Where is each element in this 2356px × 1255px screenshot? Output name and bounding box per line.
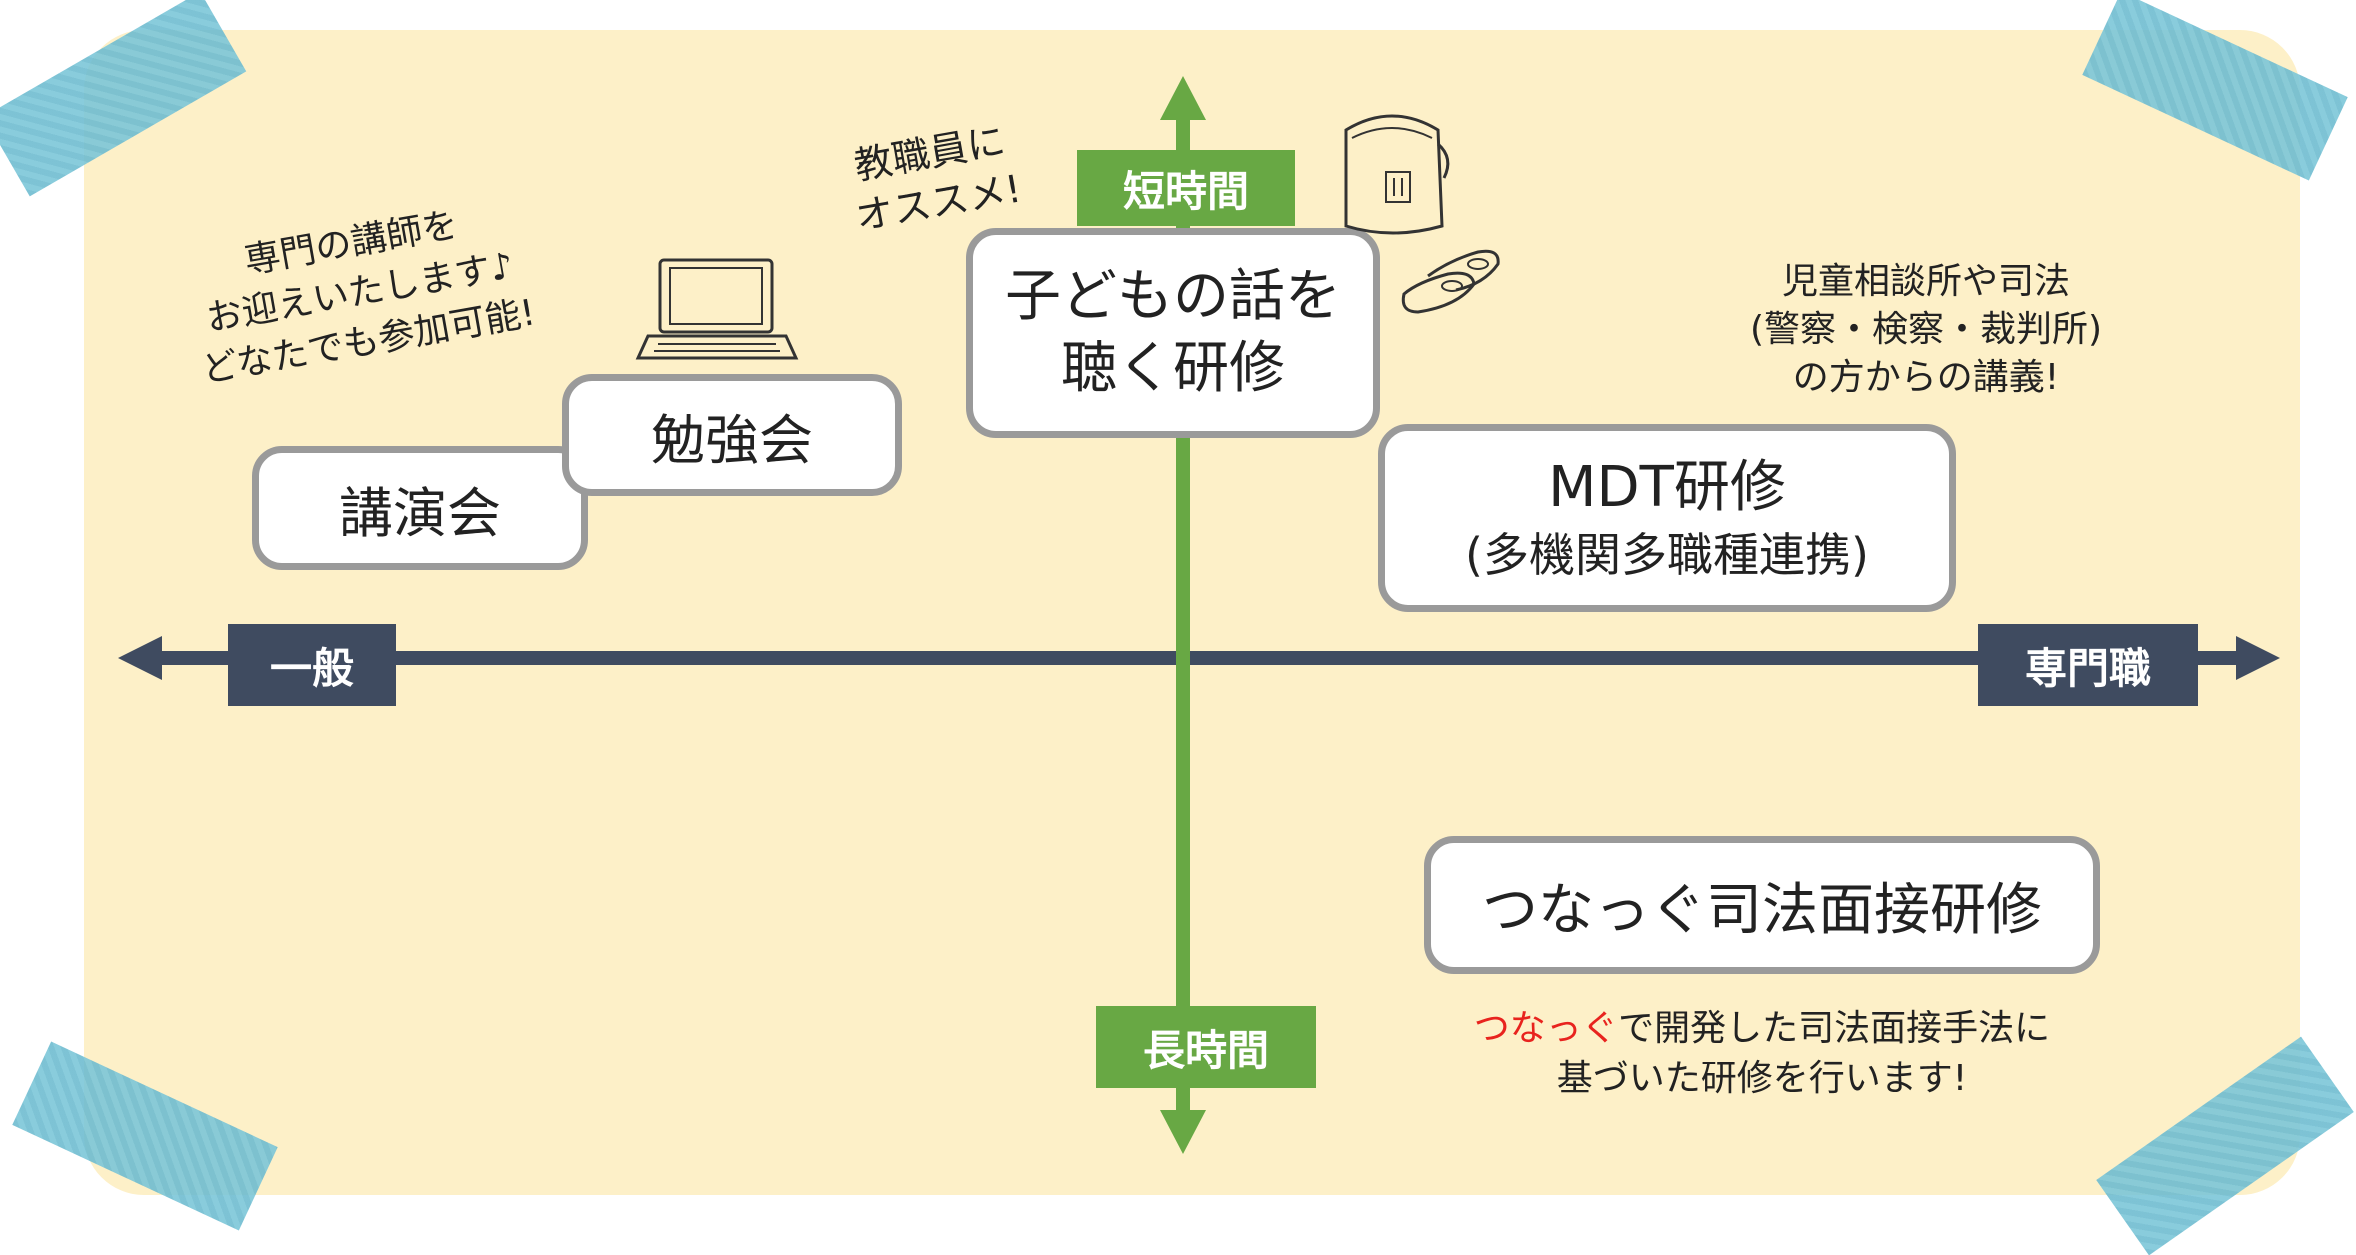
note-forensic-highlight: つなっぐ — [1473, 1008, 1619, 1049]
note-forensic: つなっぐで開発した司法面接手法に 基づいた研修を行います! — [1442, 1004, 2082, 1104]
card-child-interview-line1: 子どもの話を — [1005, 264, 1341, 329]
right-arrow-icon — [2236, 636, 2280, 680]
card-lecture-label: 講演会 — [339, 481, 501, 545]
axis-label-professional: 専門職 — [1978, 624, 2198, 706]
laptop-icon — [635, 258, 799, 360]
card-forensic-interview: つなっぐ司法面接研修 — [1424, 836, 2100, 974]
axis-label-long-time: 長時間 — [1096, 1006, 1316, 1088]
axis-label-general: 一般 — [228, 624, 396, 706]
axis-label-short-time: 短時間 — [1077, 150, 1295, 226]
up-arrow-icon — [1160, 76, 1206, 120]
note-forensic-line1-rest: で開発した司法面接手法に — [1618, 1008, 2051, 1049]
horizontal-axis — [160, 651, 2240, 665]
left-arrow-icon — [118, 636, 162, 680]
card-study-group-label: 勉強会 — [651, 408, 813, 472]
down-arrow-icon — [1160, 1110, 1206, 1154]
shoes-icon — [1401, 249, 1500, 314]
note-forensic-line1: つなっぐで開発した司法面接手法に — [1442, 1004, 2082, 1054]
note-mdt-line3: の方からの講義! — [1792, 357, 2060, 398]
note-mdt-line2: (警察・検察・裁判所) — [1749, 309, 2103, 350]
card-study-group: 勉強会 — [562, 374, 902, 496]
card-mdt: MDT研修 (多機関多職種連携) — [1378, 424, 1956, 612]
school-backpack-icon — [1344, 114, 1450, 235]
card-forensic-interview-label: つなっぐ司法面接研修 — [1482, 877, 2042, 943]
card-lecture: 講演会 — [252, 446, 588, 570]
card-mdt-line1: MDT研修 — [1548, 455, 1786, 520]
note-mdt-line1: 児童相談所や司法 — [1781, 261, 2070, 302]
card-child-interview: 子どもの話を 聴く研修 — [966, 228, 1380, 438]
note-mdt: 児童相談所や司法 (警察・検察・裁判所) の方からの講義! — [1716, 258, 2136, 402]
note-forensic-line2: 基づいた研修を行います! — [1556, 1058, 1968, 1099]
card-child-interview-line2: 聴く研修 — [1061, 336, 1285, 401]
card-mdt-line2: (多機関多職種連携) — [1465, 528, 1869, 582]
